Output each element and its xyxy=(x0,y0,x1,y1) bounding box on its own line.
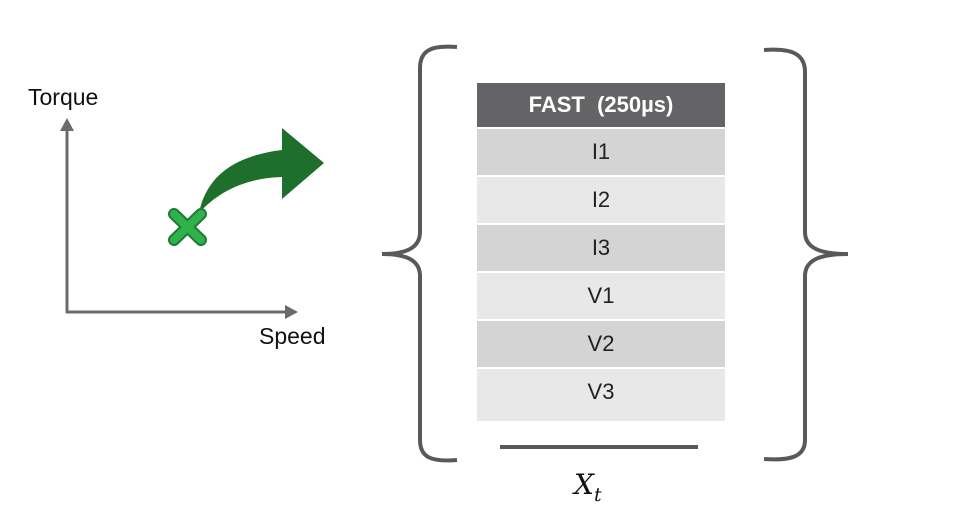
state-table: FAST (250µs) I1 I2 I3 V1 V2 V3 xyxy=(477,83,725,423)
state-vector-symbol: X xyxy=(574,468,594,501)
table-row: V2 xyxy=(477,321,725,367)
plot-axes xyxy=(60,118,298,319)
table-row: V1 xyxy=(477,273,725,319)
table-header: FAST (250µs) xyxy=(477,83,725,127)
y-axis-arrowhead xyxy=(60,118,74,131)
table-row: I2 xyxy=(477,177,725,223)
state-vector-label: Xt xyxy=(574,468,602,506)
table-row: I1 xyxy=(477,129,725,175)
left-brace xyxy=(381,44,458,463)
curved-arrow-icon xyxy=(199,128,324,213)
x-mark-icon xyxy=(168,208,207,246)
right-brace xyxy=(763,47,849,462)
table-row: I3 xyxy=(477,225,725,271)
state-vector-subscript: t xyxy=(593,484,602,506)
y-axis-label: Torque xyxy=(28,84,99,110)
x-axis-arrowhead xyxy=(285,305,298,319)
x-axis-label: Speed xyxy=(259,323,326,349)
table-row: V3 xyxy=(477,369,725,421)
